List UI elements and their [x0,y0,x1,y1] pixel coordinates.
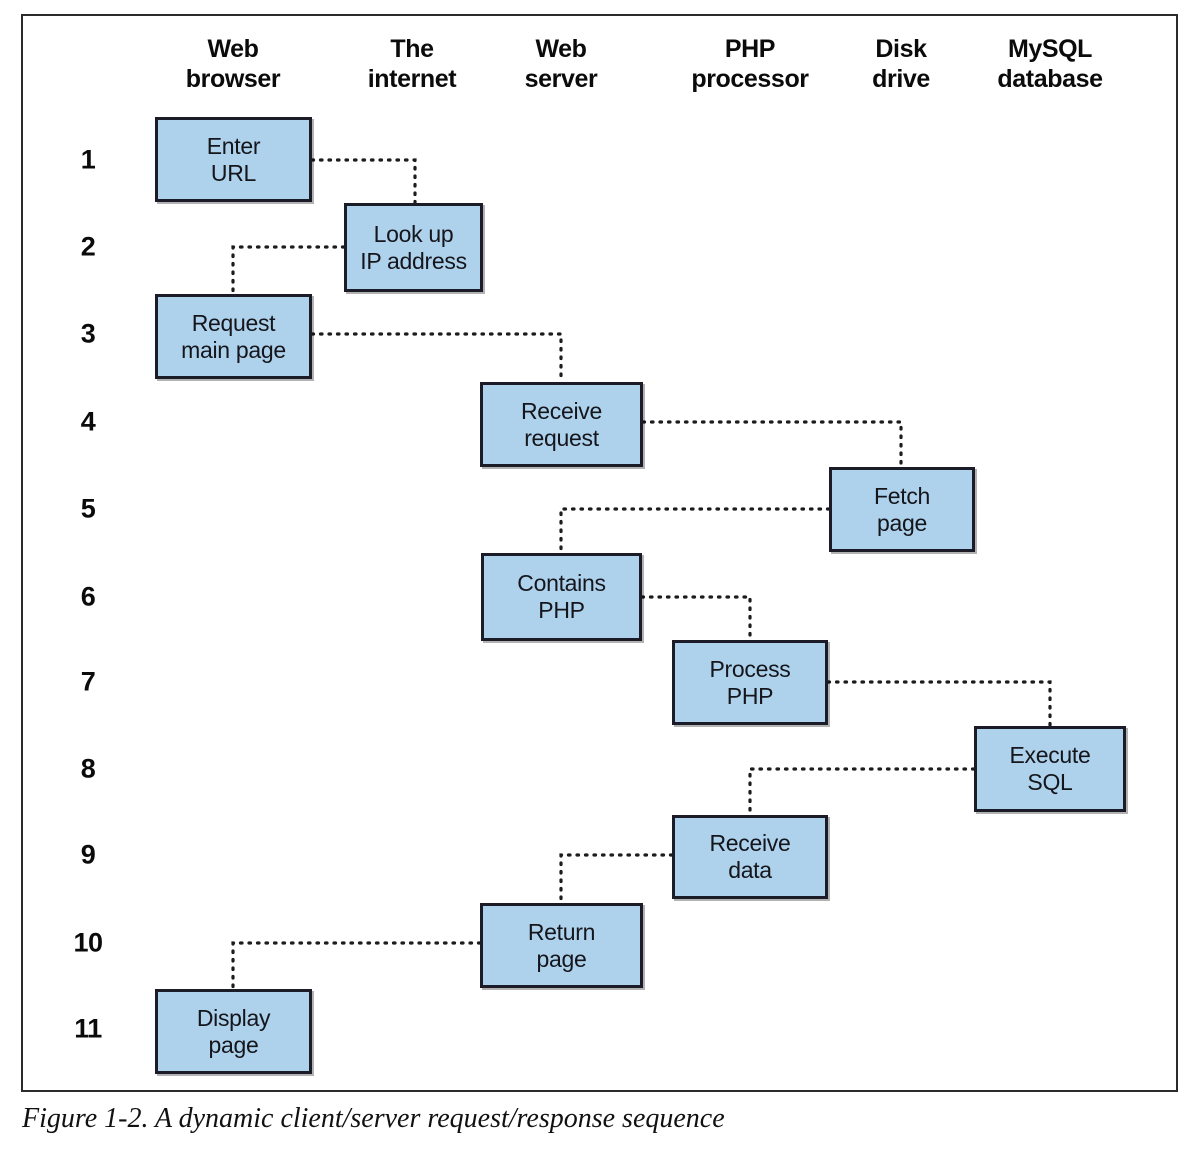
node-return-page[interactable]: Return page [480,903,643,988]
node-label-receive-data: Receive data [709,830,791,883]
node-label-display-page: Display page [196,1004,271,1058]
column-header-disk-drive: Disk drive [872,35,930,93]
node-contains-php[interactable]: Contains PHP [481,553,642,641]
node-label-contains-php: Contains PHP [517,570,606,623]
node-execute-sql[interactable]: Execute SQL [974,726,1126,812]
step-number-3: 3 [80,318,96,349]
step-number-9: 9 [80,839,96,870]
node-receive-data[interactable]: Receive data [672,815,828,899]
node-label-execute-sql: Execute SQL [1009,742,1091,795]
node-label-receive-request: Receive request [521,397,602,451]
node-fetch-page[interactable]: Fetch page [829,467,975,552]
node-process-php[interactable]: Process PHP [672,640,828,725]
column-header-the-internet: The internet [367,35,457,93]
node-enter-url[interactable]: Enter URL [155,117,312,202]
node-label-enter-url: Enter URL [206,132,261,186]
column-header-mysql-database: MySQL database [997,35,1103,93]
column-header-web-server: Web server [524,35,598,93]
node-label-look-up-ip-address: Look up IP address [360,220,467,274]
node-request-main-page[interactable]: Request main page [155,294,312,379]
step-number-2: 2 [80,231,96,262]
step-number-4: 4 [80,406,96,437]
step-number-11: 11 [74,1013,102,1044]
node-label-fetch-page: Fetch page [873,482,931,536]
node-display-page[interactable]: Display page [155,989,312,1074]
node-label-request-main-page: Request main page [181,309,286,363]
step-number-7: 7 [80,666,96,697]
step-number-10: 10 [73,927,103,958]
node-look-up-ip-address[interactable]: Look up IP address [344,203,483,292]
node-receive-request[interactable]: Receive request [480,382,643,467]
column-header-web-browser: Web browser [185,35,281,93]
step-number-6: 6 [80,581,96,612]
step-number-5: 5 [80,493,96,524]
figure-caption: Figure 1-2. A dynamic client/server requ… [22,1103,725,1134]
step-number-8: 8 [80,753,96,784]
node-label-process-php: Process PHP [709,655,791,709]
node-label-return-page: Return page [527,918,596,972]
step-number-1: 1 [80,144,96,175]
column-header-php-processor: PHP processor [691,35,809,93]
